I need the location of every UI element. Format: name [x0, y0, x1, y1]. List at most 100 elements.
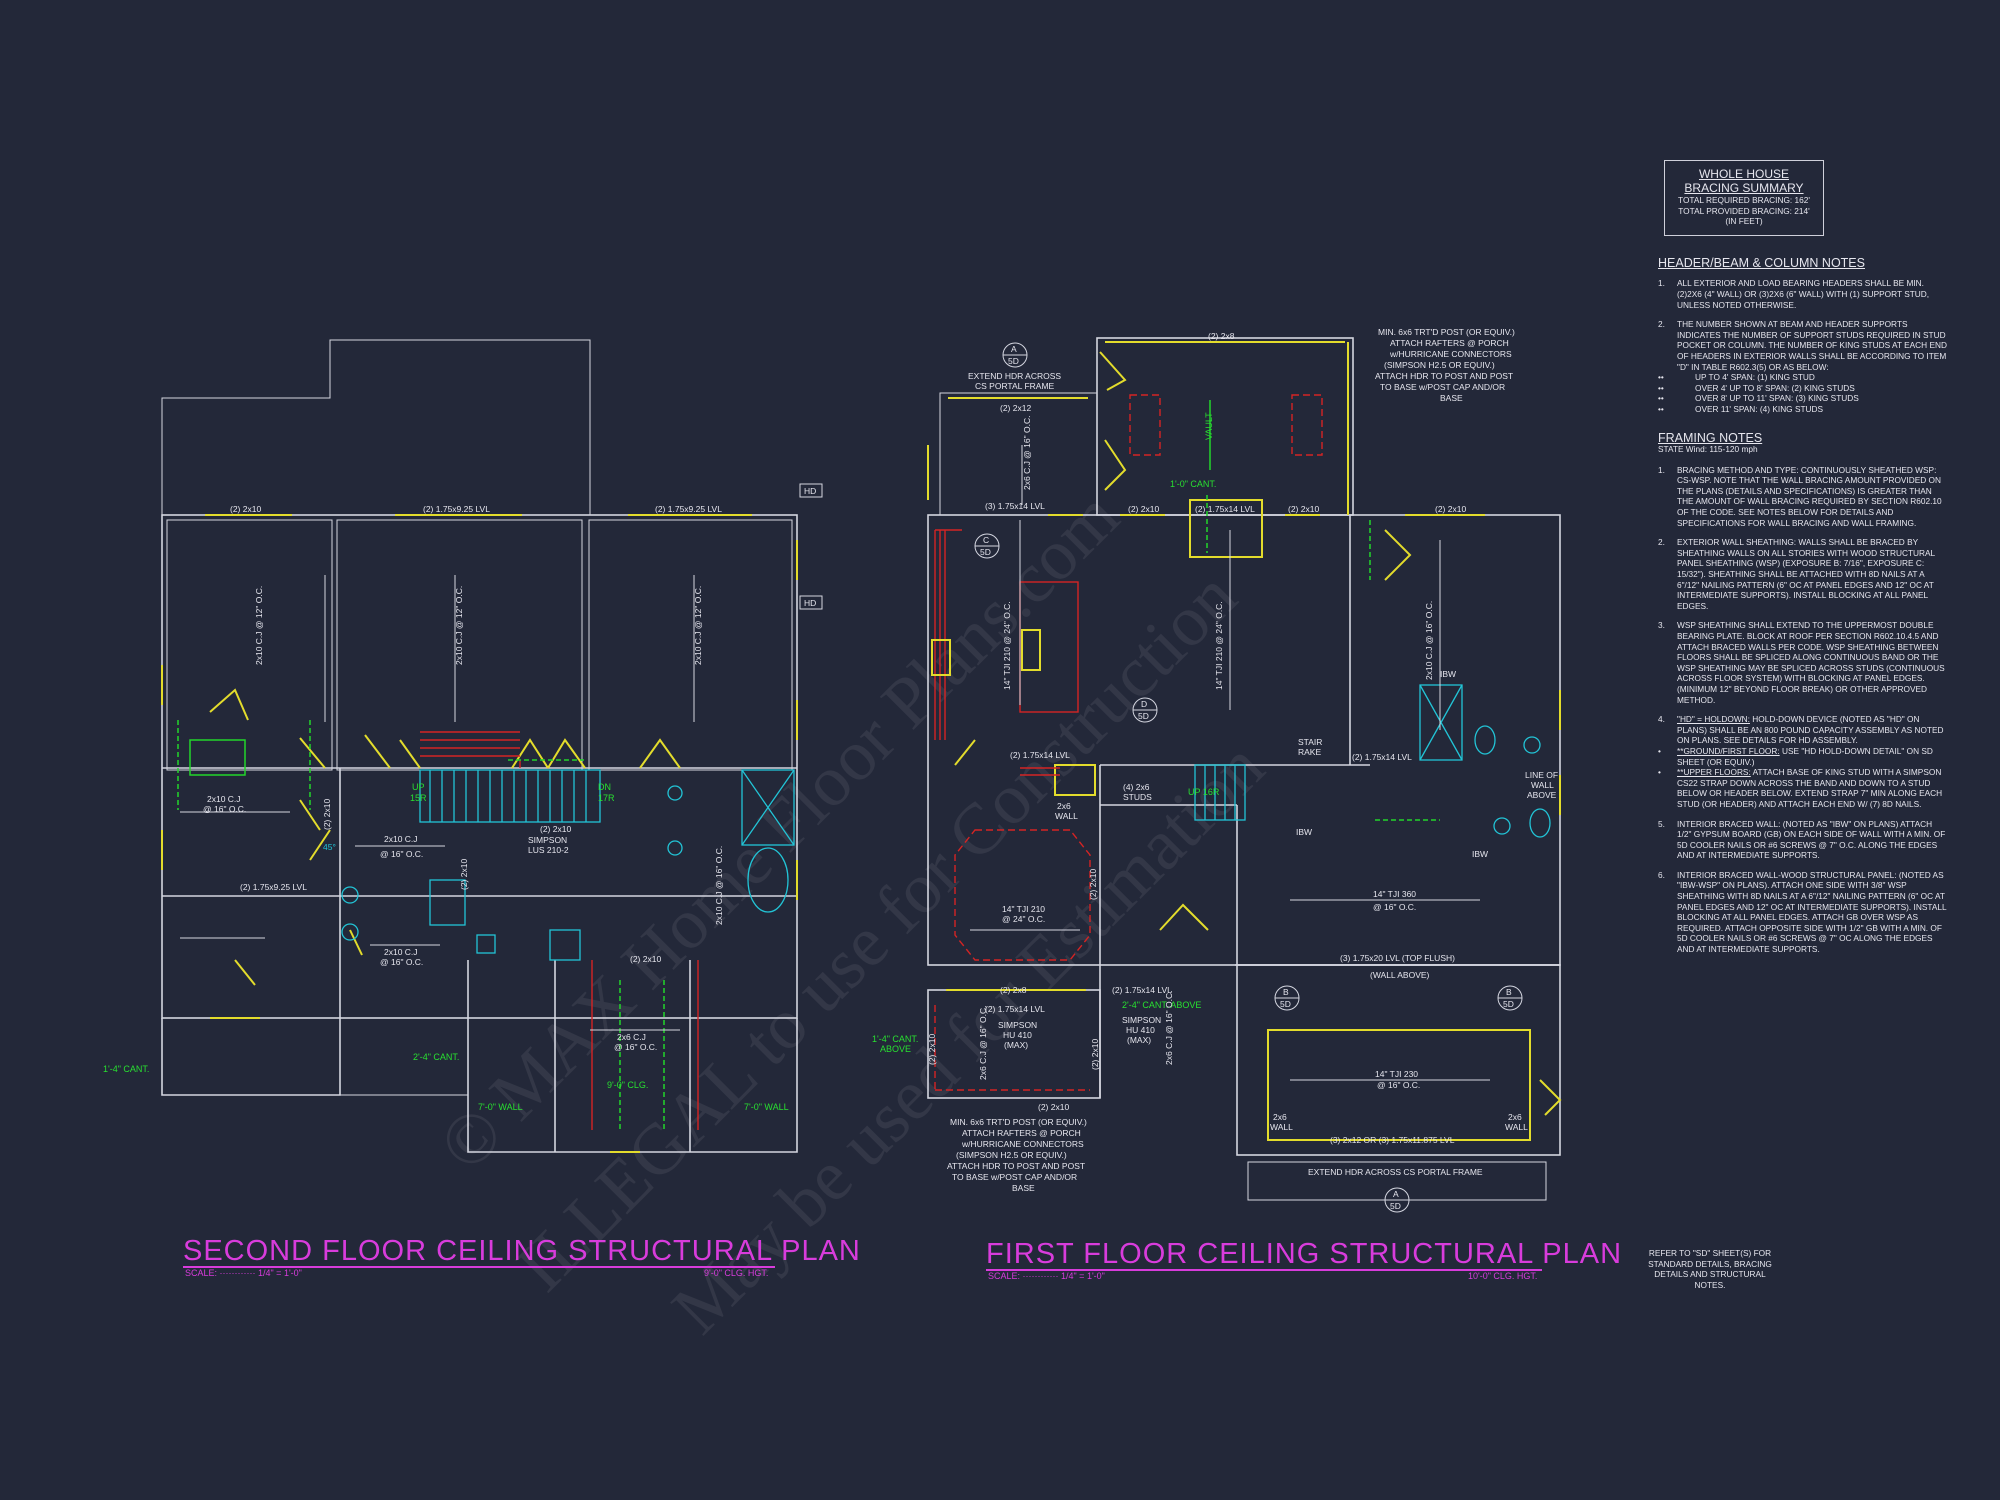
ibw-tag: IBW — [1296, 827, 1312, 837]
joist-label: 2x10 C.J — [207, 794, 241, 804]
header-label: (2) 2x10 — [1038, 1102, 1069, 1112]
beam-label: (2) 1.75x14 LVL — [1352, 752, 1412, 762]
joist-label: 2x10 C.J @ 12" O.C. — [454, 586, 464, 665]
second-floor-title: SECOND FLOOR CEILING STRUCTURAL PLAN — [183, 1235, 861, 1267]
joist-label: 2x10 C.J @ 16" O.C. — [1424, 601, 1434, 680]
watermark-line: ILLEGAL to use for Construction — [501, 556, 1251, 1306]
framing-notes-title: FRAMING NOTES — [1658, 430, 1763, 445]
header-label: (2) 1.75x14 LVL — [1195, 504, 1255, 514]
bullet-icon: •• — [1658, 382, 1664, 393]
note-line: REFER TO "SD" SHEET(S) FOR — [1648, 1248, 1772, 1258]
cantilever-note: 1'-4" CANT. — [872, 1034, 918, 1044]
wall-label: 2x6 — [1273, 1112, 1287, 1122]
wall-label: WALL — [1505, 1122, 1528, 1132]
note-number: 1. — [1658, 464, 1665, 475]
bubble-letter: B — [1506, 987, 1512, 997]
header-label: (2) 2x8 — [1208, 331, 1235, 341]
note-text: WSP SHEATHING SHALL EXTEND TO THE UPPERM… — [1677, 620, 1945, 705]
ceiling-height-note: 9'-0" CLG. — [607, 1080, 648, 1090]
joist-label: 14" TJI 210 @ 24" O.C. — [1002, 601, 1012, 690]
header-label: (2) 2x10 — [322, 799, 332, 830]
detail-bubble[interactable]: B5D — [1274, 985, 1300, 1011]
detail-bubble[interactable]: A5D — [1002, 342, 1028, 368]
hanger-label: SIMPSON — [998, 1020, 1037, 1030]
note-text: INTERIOR BRACED WALL: (NOTED AS "IBW" ON… — [1677, 818, 1946, 861]
bubble-letter: B — [1283, 987, 1289, 997]
detail-bubble[interactable]: A5D — [1384, 1187, 1410, 1213]
note-text: BRACING METHOD AND TYPE: CONTINUOUSLY SH… — [1677, 464, 1942, 528]
joist-label: 14" TJI 210 — [1002, 904, 1045, 914]
wall-height-note: 7'-0" WALL — [744, 1102, 789, 1112]
joist-label: 2x10 C.J @ 16" O.C. — [714, 846, 724, 925]
header-label: (2) 2x10 — [540, 824, 571, 834]
bubble-sheet: 5D — [1503, 999, 1514, 1009]
notes-panel: WHOLE HOUSE BRACING SUMMARY TOTAL REQUIR… — [1658, 160, 1948, 964]
bullet-icon: •• — [1658, 403, 1664, 414]
bullet-text: OVER 8' UP TO 11' SPAN: (3) KING STUDS — [1695, 393, 1859, 404]
note-line: ATTACH HDR TO POST AND POST — [1375, 371, 1513, 381]
joist-label: @ 16" O.C. — [203, 804, 246, 814]
note-number: 2. — [1658, 319, 1665, 330]
bullet-item: ••OVER 8' UP TO 11' SPAN: (3) KING STUDS — [1658, 393, 1948, 404]
note-line: ATTACH RAFTERS @ PORCH — [1390, 338, 1509, 348]
holdown-tag: HD — [804, 598, 816, 608]
summary-title: BRACING SUMMARY — [1684, 181, 1804, 195]
joist-label: 14" TJI 360 — [1373, 889, 1416, 899]
header-label: (2) 2x10 — [230, 504, 261, 514]
note-line: (SIMPSON H2.5 OR EQUIV.) — [956, 1150, 1067, 1160]
note-line: w/HURRICANE CONNECTORS — [1389, 349, 1512, 359]
wall-height-note: 7'-0" WALL — [478, 1102, 523, 1112]
hanger-label: (MAX) — [1127, 1035, 1151, 1045]
header-label: (2) 2x12 — [1000, 403, 1031, 413]
joist-label: @ 24" O.C. — [1002, 914, 1045, 924]
header-label: (2) 1.75x9.25 LVL — [423, 504, 490, 514]
header-label: (2) 2x8 — [1000, 985, 1027, 995]
portal-frame-note: CS PORTAL FRAME — [975, 381, 1055, 391]
stair-rake-label: STAIR — [1298, 737, 1322, 747]
studs-label: STUDS — [1123, 792, 1152, 802]
title-underline — [183, 1266, 775, 1268]
header-label: (2) 2x10 — [1288, 504, 1319, 514]
bullet-lead: **UPPER FLOORS: — [1677, 767, 1751, 778]
joist-label: 14" TJI 210 @ 24" O.C. — [1214, 601, 1224, 690]
joist-label: 2x6 C.J @ 16" O.C. — [1022, 416, 1032, 490]
portal-frame-note: EXTEND HDR ACROSS — [968, 371, 1061, 381]
joist-label: 2x10 C.J — [384, 834, 418, 844]
stair-down-label: 17R — [598, 793, 615, 803]
header-label: (2) 2x10 — [1090, 1039, 1100, 1070]
post-note-bottom: MIN. 6x6 TRT'D POST (OR EQUIV.) ATTACH R… — [947, 1117, 1087, 1193]
header-label: (2) 2x10 — [459, 859, 469, 890]
hanger-label: HU 410 — [1126, 1025, 1155, 1035]
wind-speed: STATE Wind: 115-120 mph — [1658, 444, 1758, 455]
wall-label: 2x6 — [1057, 801, 1071, 811]
note-text: INTERIOR BRACED WALL-WOOD STRUCTURAL PAN… — [1677, 869, 1947, 955]
note-number: 2. — [1658, 537, 1665, 548]
beam-label: (2) 1.75x9.25 LVL — [240, 882, 307, 892]
bullet-text: OVER 11' SPAN: (4) KING STUDS — [1695, 403, 1824, 414]
wall-above-note: WALL — [1531, 780, 1554, 790]
bullet-icon: • — [1658, 767, 1661, 778]
beam-label: (2) 1.75x14 LVL — [985, 1004, 1045, 1014]
bullet-text: OVER 4' UP TO 8' SPAN: (2) KING STUDS — [1695, 382, 1855, 393]
note-text: HOLD-DOWN DEVICE (NOTED AS "HD" ON PLANS… — [1677, 714, 1944, 746]
second-floor-scale: SCALE: ············ 1/4" = 1'-0" — [185, 1268, 302, 1278]
detail-bubble[interactable]: C5D — [974, 533, 1000, 559]
note-line: BASE — [1012, 1183, 1035, 1193]
reference-note: REFER TO "SD" SHEET(S) FOR STANDARD DETA… — [1640, 1248, 1780, 1290]
bubble-sheet: 5D — [980, 547, 991, 557]
hanger-label: SIMPSON — [1122, 1015, 1161, 1025]
stair-up-label: UP — [412, 782, 425, 792]
first-floor-ceiling-height: 10'-0" CLG. HGT. — [1468, 1271, 1538, 1281]
provided-bracing: TOTAL PROVIDED BRACING: 214' — [1678, 205, 1810, 216]
header-label: (2) 2x10 — [1128, 504, 1159, 514]
detail-bubble[interactable]: D5D — [1132, 697, 1158, 723]
note-line: DETAILS AND STRUCTURAL NOTES. — [1654, 1269, 1766, 1290]
note-number: 4. — [1658, 714, 1665, 725]
bubble-letter: D — [1141, 699, 1147, 709]
note-line: TO BASE w/POST CAP AND/OR — [952, 1172, 1077, 1182]
bullet-icon: •• — [1658, 372, 1664, 383]
first-floor-scale: SCALE: ············ 1/4" = 1'-0" — [988, 1271, 1105, 1281]
detail-bubbles: A5D C5D D5D B 5D B 5D A5D — [974, 342, 1523, 1213]
detail-bubble[interactable]: B 5D — [1497, 985, 1523, 1011]
